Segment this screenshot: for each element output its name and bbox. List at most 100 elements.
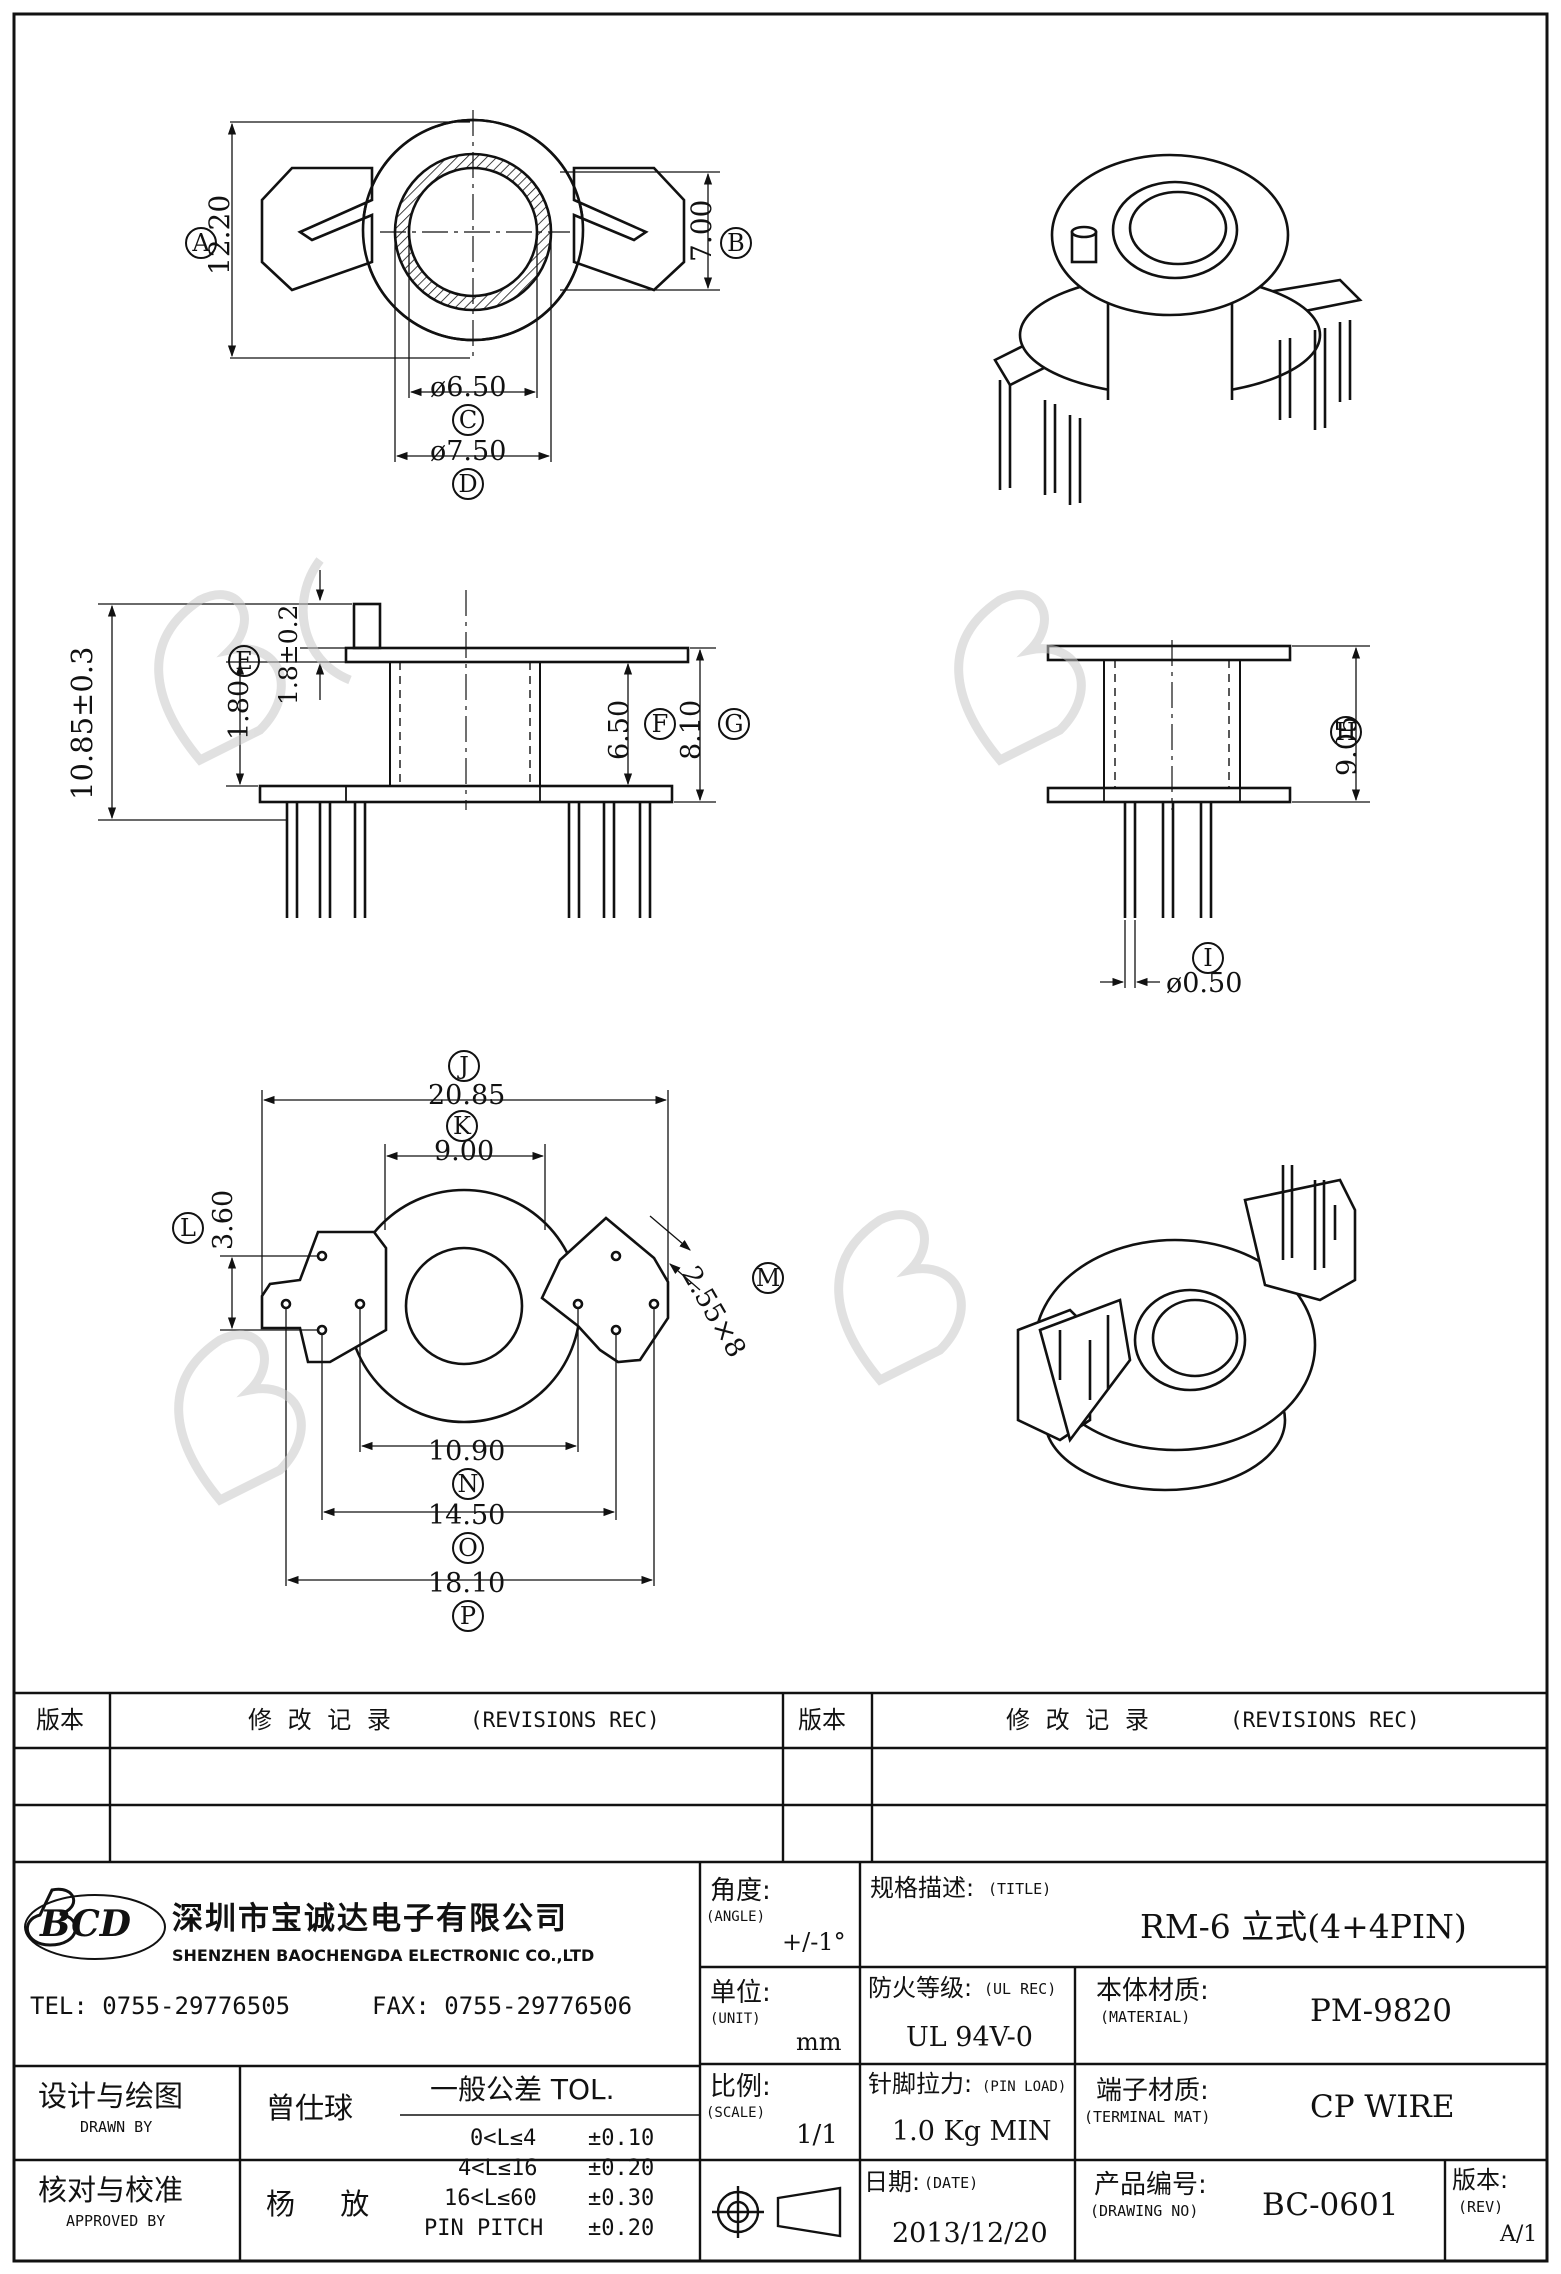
- watermark: [154, 557, 1086, 1506]
- title-value: RM-6 立式(4+4PIN): [1140, 1907, 1467, 1946]
- front-view: [258, 590, 690, 918]
- tolerance-row-1-range: 0<L≤4: [470, 2126, 537, 2151]
- bottom-view-dims: [220, 1090, 701, 1586]
- revision-ver-header-left: 版本: [36, 1706, 84, 1734]
- dim-value-a: 12.20: [203, 194, 236, 275]
- dim-label-p-letter: P: [452, 1600, 484, 1632]
- dim-value-g: 8.10: [676, 699, 707, 760]
- tolerance-row-3-value: ±0.30: [588, 2186, 655, 2211]
- dim-value-k: 9.00: [434, 1136, 495, 1167]
- approved-by-value: 杨 放: [266, 2187, 388, 2221]
- terminal-label: 端子材质:: [1096, 2076, 1209, 2106]
- material-label: 本体材质:: [1096, 1976, 1209, 2006]
- dim-value-b: 7.00: [685, 199, 718, 262]
- dim-value-f: 6.50: [604, 699, 635, 760]
- projection-symbol-icon: [712, 2186, 842, 2238]
- company-tel: TEL: 0755-29776505: [30, 1992, 291, 2020]
- dim-label-m-letter: M: [752, 1262, 784, 1294]
- terminal-label-en: (TERMINAL MAT): [1084, 2108, 1211, 2126]
- revision-ver-header-right: 版本: [798, 1706, 846, 1734]
- revision-rec-header-left-en: (REVISIONS REC): [470, 1708, 660, 1732]
- rev-label-en: (REV): [1458, 2198, 1504, 2216]
- tolerance-row-4-value: ±0.20: [588, 2216, 655, 2241]
- drawn-by-label-en: DRAWN BY: [80, 2118, 153, 2136]
- top-view-dims: [227, 121, 720, 462]
- tolerance-row-3-range: 16<L≤60: [444, 2186, 537, 2211]
- company-name-cn: 深圳市宝诚达电子有限公司: [172, 1901, 568, 1937]
- company-logo: [24, 1887, 166, 1960]
- rev-label: 版本:: [1452, 2166, 1509, 2194]
- drawing-no-value: BC-0601: [1262, 2187, 1399, 2223]
- revision-rec-header-right-en: (REVISIONS REC): [1230, 1708, 1420, 1732]
- angle-label: 角度:: [710, 1876, 771, 1906]
- dim-label-b-letter: B: [720, 227, 752, 259]
- dim-label-o-letter: O: [452, 1532, 484, 1564]
- ul-label-en: (UL REC): [984, 1980, 1057, 1998]
- top-view: [260, 110, 686, 360]
- iso-view-bottom: [1016, 1165, 1357, 1492]
- angle-label-en: (ANGLE): [706, 1909, 766, 1925]
- iso-view-top: [993, 153, 1363, 505]
- drawing-no-label: 产品编号:: [1094, 2170, 1207, 2200]
- drawn-by-label: 设计与绘图: [38, 2079, 184, 2113]
- scale-label: 比例:: [710, 2072, 771, 2102]
- sheet-border: [12, 12, 1549, 2263]
- material-value: PM-9820: [1310, 1993, 1452, 2029]
- dim-value-p: 18.10: [428, 1568, 506, 1599]
- title-label-en: (TITLE): [988, 1880, 1052, 1898]
- dim-value-e: 1.80: [224, 679, 255, 740]
- scale-label-en: (SCALE): [706, 2105, 766, 2121]
- bottom-view: [260, 1188, 670, 1424]
- terminal-value: CP WIRE: [1310, 2089, 1455, 2125]
- dim-value-overall-height: 10.85±0.3: [65, 646, 99, 800]
- unit-label-en: (UNIT): [710, 2011, 761, 2027]
- drawing-no-label-en: (DRAWING NO): [1090, 2202, 1199, 2220]
- dim-label-e-letter: E: [228, 645, 260, 677]
- revision-rec-header-right: 修 改 记 录: [1006, 1706, 1153, 1734]
- side-view-dims: [1100, 645, 1370, 988]
- tolerance-row-1-value: ±0.10: [588, 2126, 655, 2151]
- dim-label-n-letter: N: [452, 1468, 484, 1500]
- dim-value-e-tol: 1.8±0.2: [274, 604, 303, 705]
- dim-label-h-letter: H: [1330, 716, 1362, 748]
- dim-label-l-letter: L: [172, 1212, 204, 1244]
- dim-label-j-letter: J: [448, 1050, 480, 1082]
- rev-value: A/1: [1500, 2222, 1538, 2247]
- dim-label-i-letter: I: [1192, 942, 1224, 974]
- side-view: [1046, 640, 1292, 918]
- dim-label-d-letter: D: [452, 468, 484, 500]
- company-logo-text: BCD: [40, 1903, 131, 1945]
- ul-value: UL 94V-0: [906, 2022, 1033, 2053]
- unit-value: mm: [796, 2028, 842, 2056]
- title-label: 规格描述:: [870, 1874, 975, 1902]
- pin-load-label-en: (PIN LOAD): [982, 2079, 1067, 2095]
- dim-label-a-letter: A: [185, 227, 217, 259]
- dim-label-k-letter: K: [446, 1110, 478, 1142]
- ul-label: 防火等级:: [868, 1974, 973, 2002]
- company-fax: FAX: 0755-29776506: [372, 1992, 633, 2020]
- approved-by-label: 核对与校准: [38, 2173, 184, 2207]
- tolerance-header: 一般公差 TOL.: [430, 2073, 615, 2106]
- drawn-by-value: 曾仕球: [266, 2091, 354, 2125]
- dim-value-d: ø7.50: [430, 436, 507, 467]
- dim-label-c-letter: C: [452, 404, 484, 436]
- dim-label-f-letter: F: [644, 708, 676, 740]
- dim-value-c: ø6.50: [430, 372, 507, 403]
- pin-load-label: 针脚拉力:: [868, 2070, 973, 2098]
- date-label: 日期:: [864, 2168, 921, 2196]
- dim-value-l: 3.60: [208, 1189, 239, 1250]
- scale-value: 1/1: [796, 2120, 838, 2150]
- material-label-en: (MATERIAL): [1100, 2008, 1191, 2026]
- front-view-dims: [98, 570, 716, 821]
- dim-value-o: 14.50: [428, 1500, 506, 1531]
- tolerance-row-2-range: 4<L≤16: [458, 2156, 538, 2181]
- unit-label: 单位:: [710, 1978, 771, 2008]
- dim-value-j: 20.85: [428, 1080, 506, 1111]
- date-value: 2013/12/20: [892, 2218, 1048, 2249]
- approved-by-label-en: APPROVED BY: [66, 2212, 166, 2230]
- date-label-en: (DATE): [924, 2174, 979, 2192]
- dim-value-n: 10.90: [428, 1436, 506, 1467]
- angle-value: +/-1°: [782, 1928, 846, 1956]
- revision-rec-header-left: 修 改 记 录: [248, 1706, 395, 1734]
